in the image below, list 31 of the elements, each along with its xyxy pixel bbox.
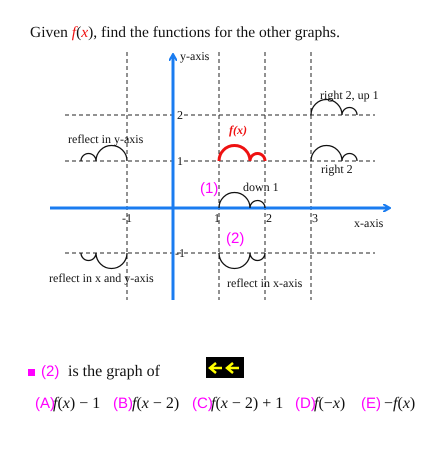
item-marker: (2) — [226, 231, 244, 246]
answer-option: f(x) − 1 — [53, 396, 100, 412]
item-marker: (2) — [41, 364, 60, 379]
answer-option: f(x − 2) — [132, 396, 180, 412]
axis-label: 2 — [266, 212, 272, 224]
axis-label: -1 — [175, 247, 185, 259]
axis-label: 1 — [177, 155, 183, 167]
axis-label: down 1 — [243, 181, 279, 193]
item-marker: (1) — [200, 181, 218, 196]
item-marker: (E) — [361, 396, 381, 411]
title: Given f(x), find the functions for the other graphs. — [30, 24, 340, 42]
axis-label: 2 — [177, 109, 183, 121]
item-marker: (C) — [192, 396, 213, 411]
axis-label: right 2, up 1 — [320, 89, 379, 101]
axis-label: reflect in x-axis — [227, 277, 302, 289]
question-text: is the graph of — [68, 364, 160, 380]
item-marker: (A) — [35, 396, 55, 411]
axis-label: -1 — [122, 212, 132, 224]
item-marker: (B) — [113, 396, 133, 411]
function-label: f(x) — [229, 124, 247, 136]
axis-label: reflect in x and y-axis — [49, 272, 154, 284]
axis-label: 1 — [214, 212, 220, 224]
answer-option: f(−x) — [314, 396, 346, 412]
axis-label: x-axis — [354, 217, 384, 229]
axis-label: y-axis — [180, 50, 210, 62]
item-marker: (D) — [295, 396, 316, 411]
answer-option: f(x − 2) + 1 — [211, 396, 284, 412]
answer-option: −f(x) — [384, 396, 416, 412]
axis-label: reflect in y-axis — [68, 133, 144, 145]
axis-label: right 2 — [321, 163, 353, 175]
axis-label: 3 — [312, 212, 318, 224]
